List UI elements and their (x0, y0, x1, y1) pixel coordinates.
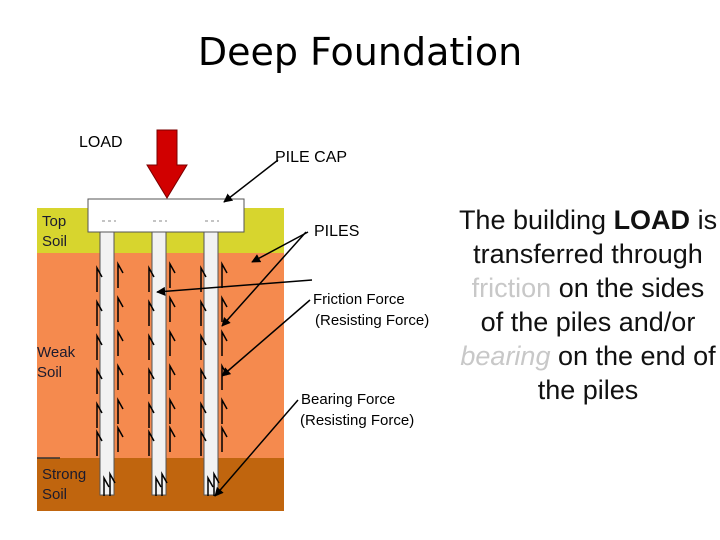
friction-arrow (221, 261, 228, 288)
bearing-arrow (103, 475, 110, 496)
bearing-resisting-label: (Resisting Force) (300, 412, 415, 429)
friction-arrow (169, 425, 176, 452)
description-part: The building (458, 205, 607, 235)
bearing-arrow (213, 471, 220, 496)
friction-arrow (148, 429, 155, 456)
friction-arrow (221, 425, 228, 452)
friction-pointer (221, 299, 311, 377)
friction-arrow (169, 295, 176, 322)
bearing-arrow (109, 471, 116, 496)
description-part: is transferred through (473, 205, 718, 269)
friction-arrow (117, 261, 124, 288)
friction-arrow (148, 265, 155, 292)
load-arrow (146, 129, 188, 199)
load-label: LOAD (79, 134, 123, 151)
pile-right (203, 227, 219, 496)
description-part: on the sides of the piles and/or (480, 273, 705, 337)
friction-arrow (200, 401, 207, 428)
pile-middle (151, 227, 167, 496)
weak-soil-label-line: Soil (37, 364, 63, 381)
friction-arrow (117, 295, 124, 322)
bearing-arrows (103, 471, 220, 496)
friction-arrow (96, 333, 103, 360)
friction-arrow (221, 329, 228, 356)
friction-arrow (200, 299, 207, 326)
bearing-arrow (155, 475, 162, 496)
friction-arrow (96, 429, 103, 456)
friction-arrow (200, 265, 207, 292)
description-load-word: LOAD (613, 205, 691, 235)
description-bearing-word: bearing (460, 341, 551, 371)
strong-soil-label: Strong Soil (42, 465, 86, 505)
strong-soil-label-line: Soil (42, 486, 68, 503)
description-friction-word: friction (471, 273, 552, 303)
friction-arrow (200, 333, 207, 360)
bearing-pointer (214, 399, 299, 497)
bearing-arrow (161, 471, 168, 496)
description-text: The building LOAD is transferred through… (458, 203, 718, 407)
friction-force-label: Friction Force (313, 291, 405, 308)
friction-arrow (117, 363, 124, 390)
friction-resisting-label: (Resisting Force) (315, 312, 430, 329)
piles-label: PILES (314, 223, 360, 240)
friction-arrow (169, 363, 176, 390)
friction-arrow (221, 295, 228, 322)
weak-soil-label-line: Weak (37, 344, 76, 361)
top-soil-label-line: Top (42, 213, 67, 230)
piles-pointer (221, 231, 307, 327)
friction-arrow (96, 367, 103, 394)
piles-pointer (251, 231, 309, 263)
pile-cap-pointer (223, 159, 279, 203)
friction-arrow (221, 397, 228, 424)
page-title: Deep Foundation (197, 30, 523, 74)
strong-soil-label-line: Strong (42, 466, 87, 483)
friction-arrow (148, 299, 155, 326)
friction-arrow (96, 299, 103, 326)
friction-arrow (117, 397, 124, 424)
bearing-arrow (207, 475, 214, 496)
pile-left (99, 227, 115, 496)
description-part: on the end of the piles (537, 341, 716, 405)
friction-pointer (156, 279, 313, 296)
friction-arrow (148, 367, 155, 394)
top-soil-label-line: Soil (42, 233, 68, 250)
friction-arrows (96, 261, 228, 456)
friction-arrow (96, 401, 103, 428)
top-soil-label: Top Soil (42, 212, 67, 252)
pile-cap-label: PILE CAP (275, 149, 348, 166)
friction-arrow (117, 329, 124, 356)
friction-arrow (96, 265, 103, 292)
friction-arrow (200, 367, 207, 394)
friction-arrow (169, 261, 176, 288)
friction-arrow (200, 429, 207, 456)
weak-soil-label: Weak Soil (37, 343, 75, 383)
friction-arrow (117, 425, 124, 452)
friction-arrow (169, 329, 176, 356)
friction-arrow (148, 401, 155, 428)
bearing-force-label: Bearing Force (301, 391, 396, 408)
friction-arrow (148, 333, 155, 360)
friction-arrow (169, 397, 176, 424)
pile-cap (87, 198, 245, 233)
